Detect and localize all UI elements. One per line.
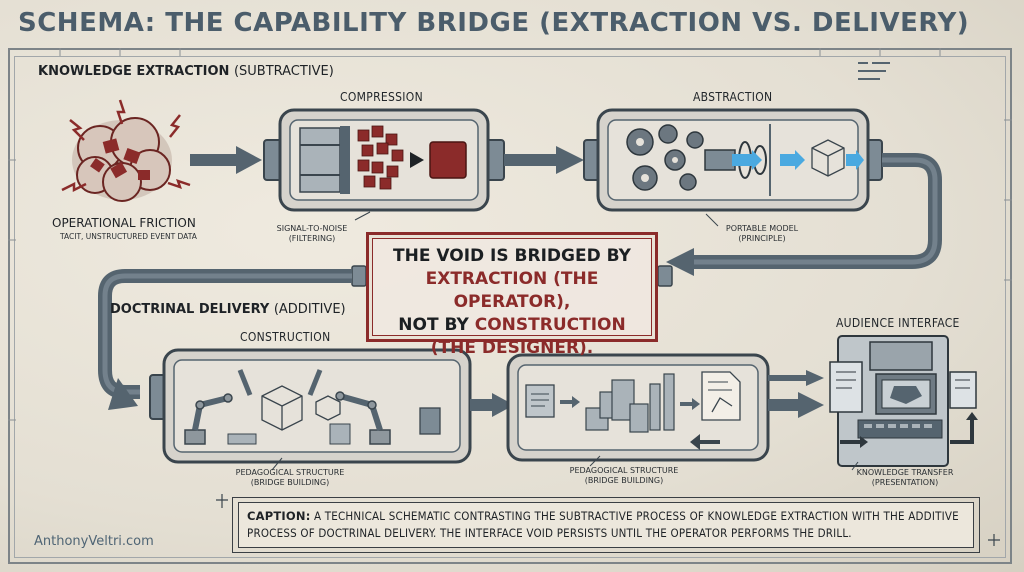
void-left-connector	[351, 265, 367, 287]
void-right-connector	[657, 265, 673, 287]
void-line-2: EXTRACTION (THE OPERATOR),	[425, 269, 599, 312]
annotation-line: PEDAGOGICAL STRUCTURE	[569, 466, 679, 475]
caption-box: CAPTION: A TECHNICAL SCHEMATIC CONTRASTI…	[238, 502, 974, 548]
caption-outer-frame	[232, 497, 980, 553]
annotation-line: SIGNAL-TO-NOISE	[276, 224, 348, 233]
pedagogical-capsule	[506, 353, 770, 462]
inner-frame	[14, 56, 1006, 558]
abstraction-capsule	[583, 108, 883, 212]
stage-label-construction: CONSTRUCTION	[240, 330, 331, 344]
stage-label-audience-interface: AUDIENCE INTERFACE	[836, 316, 960, 330]
caption-label: CAPTION:	[247, 509, 311, 523]
delivery-section-header: DOCTRINAL DELIVERY (ADDITIVE)	[110, 302, 346, 317]
legend-marks	[858, 62, 890, 80]
audience-console-icon	[829, 335, 978, 467]
arrowhead-1	[236, 146, 262, 174]
arrowhead-2	[556, 146, 584, 174]
delivery-qualifier: (ADDITIVE)	[273, 302, 346, 317]
stage-label-compression: COMPRESSION	[340, 90, 423, 104]
page-title: SCHEMA: THE CAPABILITY BRIDGE (EXTRACTIO…	[18, 8, 970, 38]
friction-title: OPERATIONAL FRICTION	[52, 216, 196, 230]
friction-cloud-icon	[61, 99, 191, 202]
annotation-line: PORTABLE MODEL	[725, 224, 799, 233]
annotation-leaders	[271, 211, 859, 471]
annotation-line: (FILTERING)	[288, 234, 336, 243]
caption-corner-marks	[216, 494, 1000, 546]
void-line-3-emphasis: CONSTRUCTION	[474, 315, 626, 335]
void-line-3-prefix: NOT BY	[398, 315, 475, 335]
extraction-label: KNOWLEDGE EXTRACTION	[38, 64, 230, 79]
friction-subtitle: TACIT, UNSTRUCTURED EVENT DATA	[60, 232, 197, 241]
outer-frame	[8, 48, 1012, 564]
void-line-4: (THE DESIGNER).	[430, 338, 594, 358]
annotation-line: (PRINCIPLE)	[738, 234, 786, 243]
arrowhead-4	[108, 378, 138, 410]
annotation-line: (BRIDGE BUILDING)	[584, 476, 664, 485]
annotation-line: (BRIDGE BUILDING)	[250, 478, 330, 487]
void-line-1: THE VOID IS BRIDGED BY	[393, 246, 631, 266]
annotation-portable-model: PORTABLE MODEL (PRINCIPLE)	[722, 224, 802, 244]
extraction-qualifier: (SUBTRACTIVE)	[233, 64, 334, 79]
stage-label-abstraction: ABSTRACTION	[693, 90, 773, 104]
caption-text: CAPTION: A TECHNICAL SCHEMATIC CONTRASTI…	[247, 508, 967, 542]
delivery-label: DOCTRINAL DELIVERY	[110, 302, 270, 317]
annotation-pedagogical-left: PEDAGOGICAL STRUCTURE (BRIDGE BUILDING)	[230, 468, 350, 488]
annotation-knowledge-transfer: KNOWLEDGE TRANSFER (PRESENTATION)	[850, 468, 960, 488]
annotation-line: PEDAGOGICAL STRUCTURE	[235, 468, 345, 477]
void-statement: THE VOID IS BRIDGED BY EXTRACTION (THE O…	[369, 245, 655, 360]
frame-ticks	[8, 48, 1012, 421]
extraction-section-header: KNOWLEDGE EXTRACTION (SUBTRACTIVE)	[38, 64, 334, 79]
caption-body: A TECHNICAL SCHEMATIC CONTRASTING THE SU…	[247, 509, 959, 540]
arrowhead-3	[666, 248, 694, 276]
compression-capsule	[263, 108, 505, 212]
void-callout: THE VOID IS BRIDGED BY EXTRACTION (THE O…	[366, 232, 658, 358]
annotation-line: KNOWLEDGE TRANSFER	[856, 468, 954, 477]
void-line-3: NOT BY CONSTRUCTION	[369, 314, 655, 337]
annotation-pedagogical-right: PEDAGOGICAL STRUCTURE (BRIDGE BUILDING)	[564, 466, 684, 486]
annotation-signal-to-noise: SIGNAL-TO-NOISE (FILTERING)	[262, 224, 362, 244]
annotation-line: (PRESENTATION)	[871, 478, 939, 487]
brand-watermark[interactable]: AnthonyVeltri.com	[34, 534, 154, 549]
construction-capsule	[149, 348, 472, 464]
